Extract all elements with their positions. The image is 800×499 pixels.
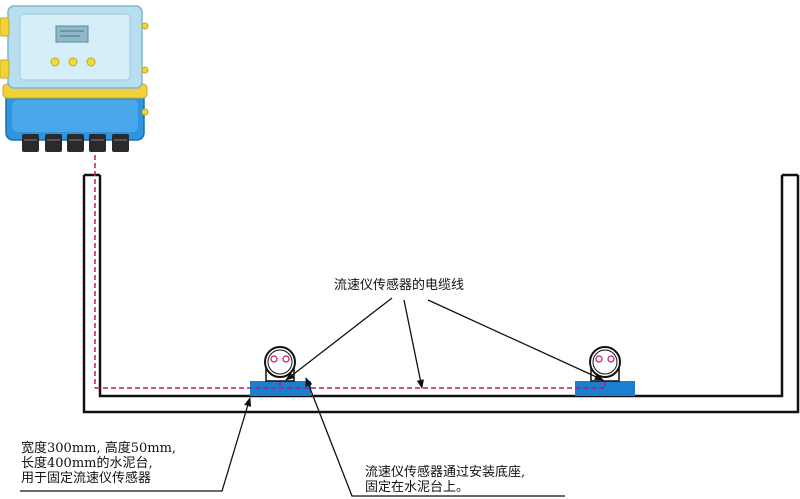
cable-gland-3 bbox=[67, 134, 84, 152]
base-leader bbox=[20, 397, 252, 492]
channel-inner-wall bbox=[98, 175, 784, 398]
key-button-3 bbox=[86, 57, 96, 67]
sensor-eye-left bbox=[595, 355, 603, 363]
cable-arrow-left bbox=[285, 297, 393, 381]
transmitter-lower-panel bbox=[12, 100, 138, 132]
right-latch-top bbox=[141, 22, 149, 30]
mount-leader bbox=[305, 377, 565, 497]
cable-gland-2 bbox=[45, 134, 62, 152]
sensor-head bbox=[589, 346, 621, 378]
base-annotation-line-3: 用于固定流速仪传感器 bbox=[21, 471, 152, 486]
key-button-2 bbox=[68, 57, 78, 67]
right-latch-bottom bbox=[141, 66, 149, 74]
base-annotation-line-2: 长度400mm的水泥台, bbox=[21, 456, 153, 471]
transmitter-display bbox=[55, 25, 89, 43]
sensor-eye-left bbox=[270, 355, 278, 363]
velocity-sensor-right bbox=[589, 346, 621, 382]
sensor-eye-right bbox=[607, 355, 615, 363]
sensor-eye-right bbox=[282, 355, 290, 363]
sensor-head bbox=[264, 346, 296, 378]
cable-gland-5 bbox=[112, 134, 129, 152]
right-latch-lower bbox=[141, 108, 149, 116]
cable-annotation: 流速仪传感器的电缆线 bbox=[334, 278, 465, 293]
leader-arrows bbox=[20, 297, 604, 497]
cable-arrow-right bbox=[427, 299, 604, 381]
sensor-cable bbox=[94, 155, 606, 389]
cable-glands bbox=[22, 134, 129, 152]
key-button-1 bbox=[50, 57, 60, 67]
flow-meter-transmitter bbox=[0, 5, 149, 152]
cable-gland-1 bbox=[22, 134, 39, 152]
base-annotation-line-1: 宽度300mm, 高度50mm, bbox=[21, 441, 177, 456]
concrete-base-right bbox=[575, 381, 635, 396]
left-hinge-bottom bbox=[0, 59, 10, 79]
open-channel bbox=[82, 173, 800, 414]
cable-gland-4 bbox=[89, 134, 106, 152]
cable-arrow-middle bbox=[403, 299, 424, 389]
mount-annotation-line-1: 流速仪传感器通过安装底座, bbox=[365, 465, 526, 480]
mount-annotation-line-2: 固定在水泥台上。 bbox=[365, 480, 470, 495]
left-hinge-top bbox=[0, 17, 10, 37]
channel-outer-wall bbox=[82, 175, 800, 414]
transmitter-inner-panel bbox=[19, 13, 131, 81]
